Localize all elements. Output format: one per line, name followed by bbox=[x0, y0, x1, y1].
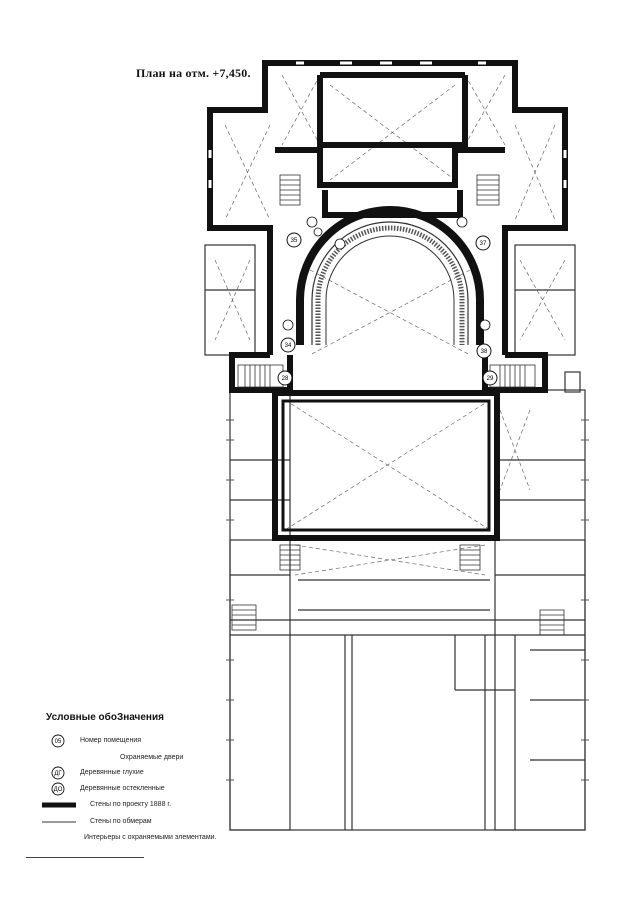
legend-wooden-solid: Деревянные глухие bbox=[80, 769, 144, 776]
room-29: 29 bbox=[482, 370, 498, 386]
legend-interiors: Интерьеры с охраняемыми элементами. bbox=[84, 834, 217, 841]
legend-room-number: Номер помещения bbox=[80, 737, 142, 744]
svg-text:37: 37 bbox=[480, 241, 487, 247]
room-35: 35 bbox=[286, 232, 302, 248]
svg-text:35: 35 bbox=[291, 238, 298, 244]
measured-walls bbox=[204, 244, 586, 831]
svg-text:ДО: ДО bbox=[54, 787, 63, 793]
auditorium-horseshoe bbox=[296, 206, 484, 345]
drawing-title: План на отм. +7,450. bbox=[136, 66, 251, 80]
legend-walls-1888: Стены по проекту 1888 г. bbox=[90, 801, 172, 808]
svg-text:29: 29 bbox=[487, 376, 494, 382]
bottom-rule bbox=[26, 857, 144, 858]
svg-text:05: 05 bbox=[55, 739, 62, 745]
room-markers: 35 37 34 38 28 29 bbox=[277, 216, 498, 386]
legend-title: Условные обоЗначения bbox=[46, 712, 164, 723]
room-37: 37 bbox=[475, 235, 491, 251]
legend-walls-measured: Стены по обмерам bbox=[90, 818, 152, 825]
svg-text:ДГ: ДГ bbox=[54, 771, 62, 777]
legend-symbols: 05 ДГ ДО bbox=[42, 734, 76, 823]
legend-wooden-glazed: Деревянные остекленные bbox=[80, 785, 165, 792]
legend-doors-kept: Охраняемые двери bbox=[120, 754, 184, 761]
window-marks bbox=[226, 419, 589, 781]
stairs bbox=[231, 174, 565, 636]
svg-text:38: 38 bbox=[481, 349, 488, 355]
svg-text:34: 34 bbox=[285, 343, 292, 349]
walls-1888 bbox=[207, 60, 568, 541]
room-34: 34 bbox=[280, 337, 296, 353]
svg-text:28: 28 bbox=[282, 376, 289, 382]
wall-gaps bbox=[208, 61, 567, 188]
room-28: 28 bbox=[277, 370, 293, 386]
room-38: 38 bbox=[476, 343, 492, 359]
void-diagonals bbox=[214, 74, 566, 576]
